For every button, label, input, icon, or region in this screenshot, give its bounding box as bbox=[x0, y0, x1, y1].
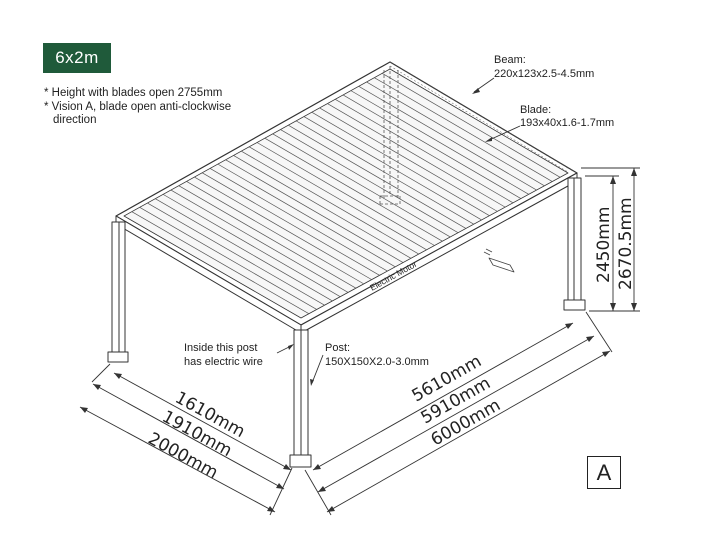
rear-post-hidden bbox=[379, 66, 401, 205]
width-mid-line bbox=[92, 383, 285, 490]
louver-blade bbox=[264, 137, 443, 242]
post-leader bbox=[311, 354, 324, 384]
beam-spec: 220x123x2.5-4.5mm bbox=[494, 68, 594, 80]
louver-blade bbox=[374, 77, 553, 182]
louver-blade bbox=[209, 168, 388, 272]
beam-title: Beam: bbox=[494, 54, 526, 66]
louver-blade bbox=[381, 73, 561, 178]
post-title: Post: bbox=[325, 342, 350, 354]
note-vision: * Vision A, blade open anti-clockwise bbox=[44, 101, 232, 113]
roof-inner-frame bbox=[123, 68, 569, 319]
post-spec: 150X150X2.0-3.0mm bbox=[325, 356, 429, 368]
beam-dashed-edge bbox=[389, 61, 576, 173]
note-direction: direction bbox=[53, 114, 97, 126]
length-inner-line bbox=[312, 322, 574, 471]
louver-blade bbox=[178, 185, 357, 289]
width-arrows bbox=[80, 373, 291, 512]
louver-blade bbox=[155, 198, 333, 302]
louver-blade bbox=[303, 116, 482, 221]
louver-blade bbox=[335, 98, 514, 204]
louver-blade bbox=[366, 81, 545, 187]
louver-blade bbox=[225, 159, 404, 263]
louver-blade bbox=[131, 211, 310, 315]
post-front-left bbox=[107, 221, 129, 363]
blade-dashed-edge bbox=[389, 65, 569, 173]
louver-blade bbox=[241, 150, 419, 255]
louver-blades bbox=[131, 73, 561, 315]
louver-blade bbox=[249, 146, 427, 251]
blade-leader bbox=[486, 125, 521, 142]
louver-blade bbox=[342, 94, 522, 199]
louver-blade bbox=[139, 207, 317, 310]
wire-line2: has electric wire bbox=[184, 356, 263, 368]
louver-blade bbox=[147, 202, 325, 306]
wire-line1: Inside this post bbox=[184, 342, 257, 354]
louver-blade bbox=[202, 172, 380, 276]
note-height: * Height with blades open 2755mm bbox=[44, 87, 223, 99]
louver-blade bbox=[272, 133, 451, 238]
louver-blade bbox=[350, 90, 529, 195]
length-arrows bbox=[313, 323, 610, 512]
louver-blade bbox=[170, 189, 349, 293]
pergola-structure bbox=[107, 61, 586, 468]
blade-title: Blade: bbox=[520, 104, 551, 116]
louver-blade bbox=[280, 129, 459, 234]
width-outer-line bbox=[79, 406, 276, 513]
louver-blade bbox=[162, 194, 341, 297]
remote-icon bbox=[483, 248, 515, 273]
leader-arrows bbox=[288, 88, 492, 386]
louver-blade bbox=[217, 163, 396, 268]
width-dimensions bbox=[79, 363, 293, 516]
louver-blade bbox=[295, 120, 474, 225]
vertical-arrows bbox=[610, 168, 637, 311]
vision-label: A bbox=[587, 456, 621, 489]
louver-blade bbox=[194, 176, 372, 280]
height-clear-label: 2450mm bbox=[594, 207, 614, 283]
size-badge: 6x2m bbox=[43, 43, 111, 73]
length-mid-line bbox=[317, 335, 595, 493]
width-inner-line bbox=[113, 372, 292, 471]
louver-blade bbox=[358, 85, 537, 191]
louver-blade bbox=[186, 181, 364, 285]
post-rear-right bbox=[563, 177, 586, 311]
post-front-center bbox=[289, 329, 312, 468]
louver-blade bbox=[233, 155, 412, 259]
length-outer-line bbox=[326, 350, 611, 513]
louver-blade bbox=[256, 142, 435, 246]
height-total-label: 2670.5mm bbox=[616, 197, 636, 290]
louver-blade bbox=[311, 111, 490, 216]
vertical-dimensions bbox=[581, 167, 640, 312]
louver-blade bbox=[327, 103, 506, 208]
blade-spec: 193x40x1.6-1.7mm bbox=[520, 117, 614, 129]
louver-blade bbox=[288, 124, 467, 229]
length-dimensions bbox=[304, 311, 613, 516]
louver-blade bbox=[319, 107, 498, 212]
